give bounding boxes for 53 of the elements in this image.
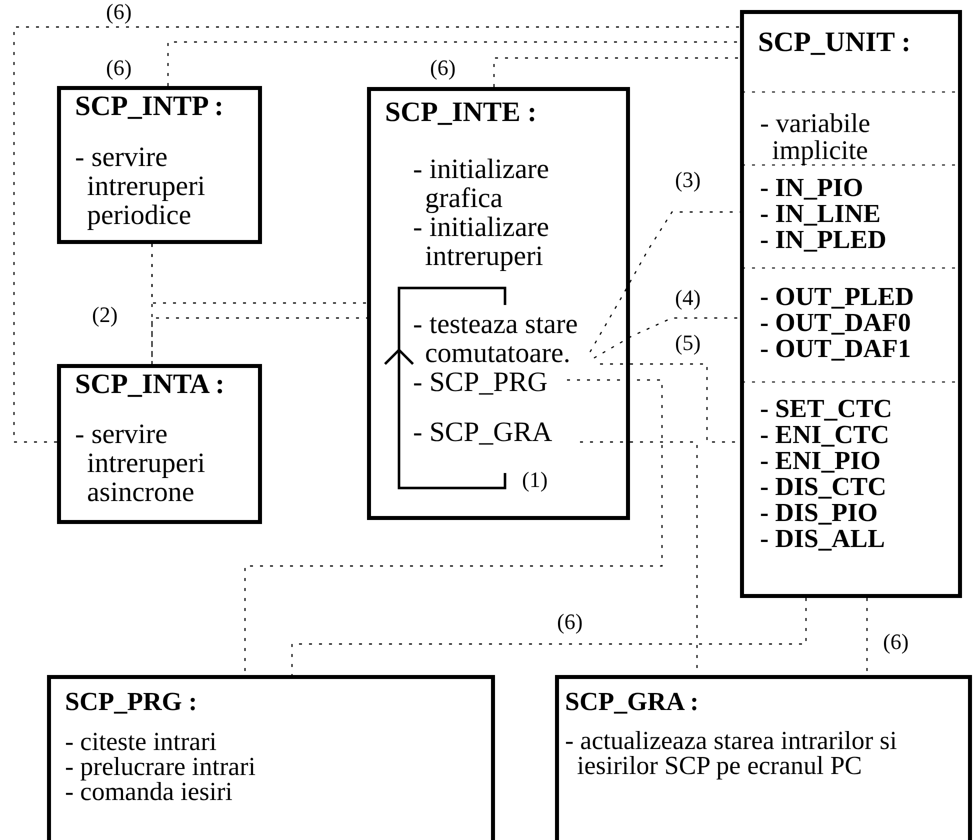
module-item: - OUT_PLED bbox=[760, 283, 915, 310]
callout-number: (6) bbox=[557, 610, 583, 634]
module-item: - servire intreruperi asincrone bbox=[75, 420, 206, 507]
module-item: - SCP_GRA bbox=[413, 418, 554, 447]
module-title: SCP_UNIT : bbox=[758, 28, 912, 57]
callout-number: (2) bbox=[92, 303, 118, 327]
module-box bbox=[555, 675, 972, 840]
module-item: - actualizeaza starea intrarilor si iesirilor SCP pe ecranul PC bbox=[565, 728, 898, 778]
module-title: SCP_PRG : bbox=[65, 688, 198, 715]
module-item: - OUT_DAF0 bbox=[760, 309, 911, 336]
module-item: - DIS_PIO bbox=[760, 499, 878, 526]
callout-number: (4) bbox=[675, 286, 701, 310]
callout-number: (6) bbox=[430, 56, 456, 80]
dashed-connector bbox=[13, 26, 740, 443]
callout-number: (5) bbox=[675, 331, 701, 355]
module-box bbox=[740, 10, 962, 598]
module-title: SCP_INTP : bbox=[75, 92, 225, 121]
dashed-connector bbox=[493, 57, 740, 87]
module-item: - OUT_DAF1 bbox=[760, 335, 912, 362]
module-item: - prelucrare intrari bbox=[65, 753, 257, 780]
module-item: - citeste intrari bbox=[65, 728, 218, 755]
callout-number: (6) bbox=[106, 0, 132, 24]
module-item: - ENI_CTC bbox=[760, 421, 890, 448]
callout-number: (6) bbox=[106, 56, 132, 80]
module-item: - initializare grafica bbox=[413, 155, 550, 213]
module-item: - initializare intreruperi bbox=[413, 213, 550, 271]
callout-number: (1) bbox=[522, 468, 548, 492]
module-box bbox=[47, 675, 495, 840]
callout-number: (3) bbox=[675, 168, 701, 192]
dashed-connector bbox=[151, 244, 367, 304]
module-box bbox=[57, 86, 262, 244]
module-item: - SCP_PRG bbox=[413, 368, 549, 397]
dashed-connector bbox=[167, 41, 740, 86]
module-title: SCP_GRA : bbox=[565, 688, 700, 715]
module-item: - DIS_CTC bbox=[760, 473, 888, 500]
dashed-connector bbox=[589, 211, 740, 352]
module-item: - variabile implicite bbox=[760, 110, 872, 164]
dashed-connector bbox=[151, 317, 367, 364]
module-box bbox=[57, 364, 262, 524]
module-title: SCP_INTE : bbox=[385, 98, 538, 127]
dashed-connector bbox=[291, 598, 807, 675]
module-item: - testeaza stare comutatoare. bbox=[413, 310, 579, 368]
module-item: - IN_PLED bbox=[760, 226, 888, 253]
module-item: - ENI_PIO bbox=[760, 447, 881, 474]
module-item: - servire intreruperi periodice bbox=[75, 143, 206, 230]
module-title: SCP_INTA : bbox=[75, 370, 226, 399]
callout-number: (6) bbox=[883, 630, 909, 654]
module-item: - IN_PIO bbox=[760, 174, 864, 201]
dashed-connector bbox=[594, 317, 740, 359]
module-box bbox=[367, 87, 630, 520]
module-item: - SET_CTC bbox=[760, 395, 894, 422]
module-item: - DIS_ALL bbox=[760, 525, 886, 552]
module-item: - IN_LINE bbox=[760, 200, 882, 227]
